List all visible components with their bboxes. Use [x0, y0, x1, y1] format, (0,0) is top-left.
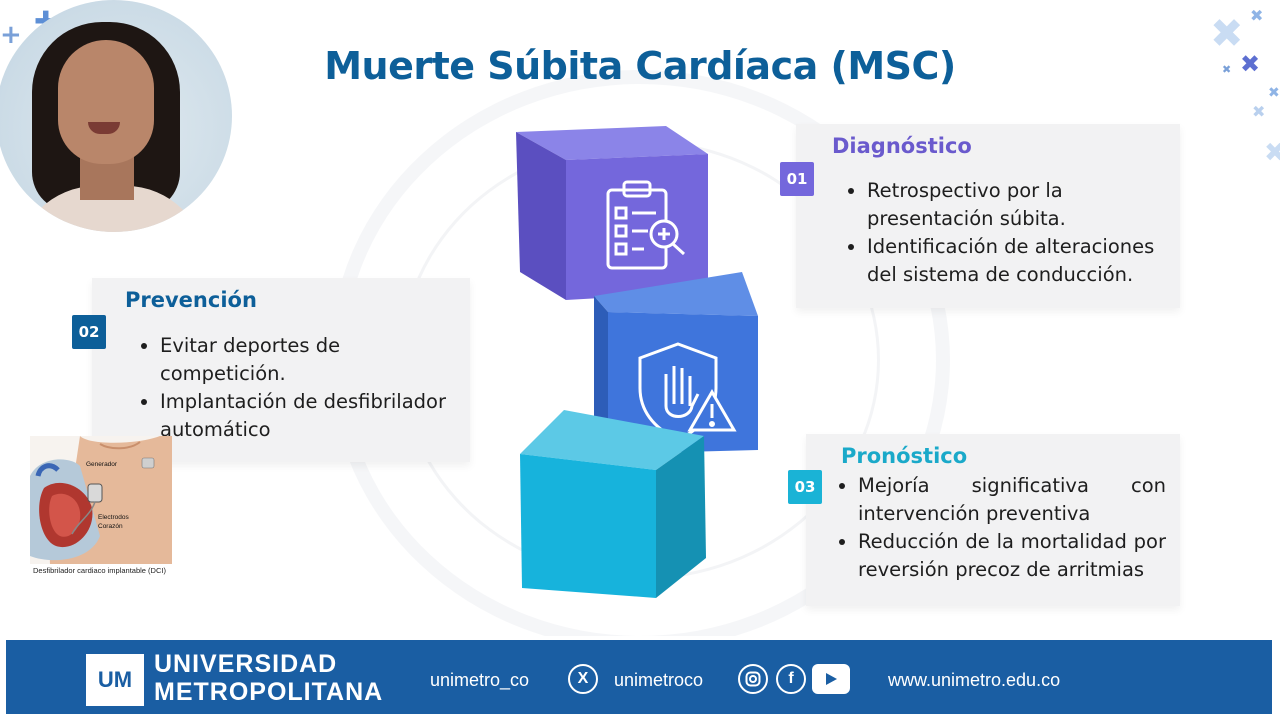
card-pronostico — [806, 434, 1180, 606]
list-item: Retrospectivo por la presentación súbita… — [867, 177, 1173, 233]
decorative-cross-icon: ✖ — [1268, 85, 1280, 101]
university-name-line1: UNIVERSIDAD — [154, 650, 338, 678]
slide-title: Muerte Súbita Cardíaca (MSC) — [324, 44, 956, 88]
label-electrodos: Electrodos — [98, 514, 129, 521]
decorative-cross-icon: ✖ — [1252, 102, 1266, 121]
cube-diagnostico — [516, 126, 708, 300]
implantable-defibrillator-illustration: Generador Electrodos Corazón — [30, 436, 172, 564]
card-diagnostico — [796, 124, 1180, 308]
bullet-list-diagnostico: Retrospectivo por la presentación súbita… — [845, 177, 1173, 289]
instagram-icon[interactable] — [738, 664, 768, 694]
social-handle-2[interactable]: unimetroco — [614, 670, 704, 690]
x-icon[interactable]: X — [568, 664, 598, 694]
list-item: Implantación de desfibrilador automático — [160, 388, 470, 444]
badge-01: 01 — [780, 162, 814, 196]
decorative-cross-icon: ✖ — [1222, 63, 1232, 76]
bullet-list-prevencion: Evitar deportes de competición. Implanta… — [138, 332, 470, 444]
university-name-line2: METROPOLITANA — [154, 678, 384, 706]
university-logo-icon: UM — [86, 654, 144, 706]
clipboard-search-icon — [606, 180, 686, 270]
list-item: Evitar deportes de competición. — [160, 332, 470, 388]
footer: UM UNIVERSIDAD METROPOLITANA unimetro_co… — [0, 636, 1280, 720]
card-prevencion — [92, 278, 470, 462]
badge-02: 02 — [72, 315, 106, 349]
card-title-prevencion: Prevención — [125, 288, 257, 312]
decorative-cross-icon: ✖ — [1250, 6, 1264, 25]
youtube-icon[interactable] — [812, 664, 850, 694]
list-item: Mejoría significativa con intervención p… — [858, 472, 1166, 528]
card-title-diagnostico: Diagnóstico — [832, 134, 972, 158]
bullet-list-pronostico: Mejoría significativa con intervención p… — [836, 472, 1166, 584]
decorative-cross-icon: ✖ — [1264, 138, 1280, 168]
footer-bar: UM UNIVERSIDAD METROPOLITANA unimetro_co… — [6, 640, 1272, 714]
card-title-pronostico: Pronóstico — [841, 444, 968, 468]
badge-03: 03 — [788, 470, 822, 504]
list-item: Reducción de la mortalidad por reversión… — [858, 528, 1166, 584]
decorative-cross-icon: ✖ — [1240, 50, 1261, 78]
list-item: Identificación de alteraciones del siste… — [867, 233, 1173, 289]
label-corazon: Corazón — [98, 523, 123, 530]
website-link[interactable]: www.unimetro.edu.co — [888, 670, 1061, 690]
social-handle-1[interactable]: unimetro_co — [430, 670, 530, 690]
decorative-cross-icon: ✖ — [1210, 11, 1244, 57]
decorative-plus-icon: + — [0, 20, 22, 50]
implant-caption: Desfibrilador cardiaco implantable (DCI) — [33, 566, 166, 575]
facebook-icon[interactable]: f — [776, 664, 806, 694]
cube-prevencion — [594, 272, 758, 454]
cube-pronostico — [520, 410, 706, 598]
presenter-webcam — [0, 0, 232, 232]
label-generador: Generador — [86, 461, 118, 468]
